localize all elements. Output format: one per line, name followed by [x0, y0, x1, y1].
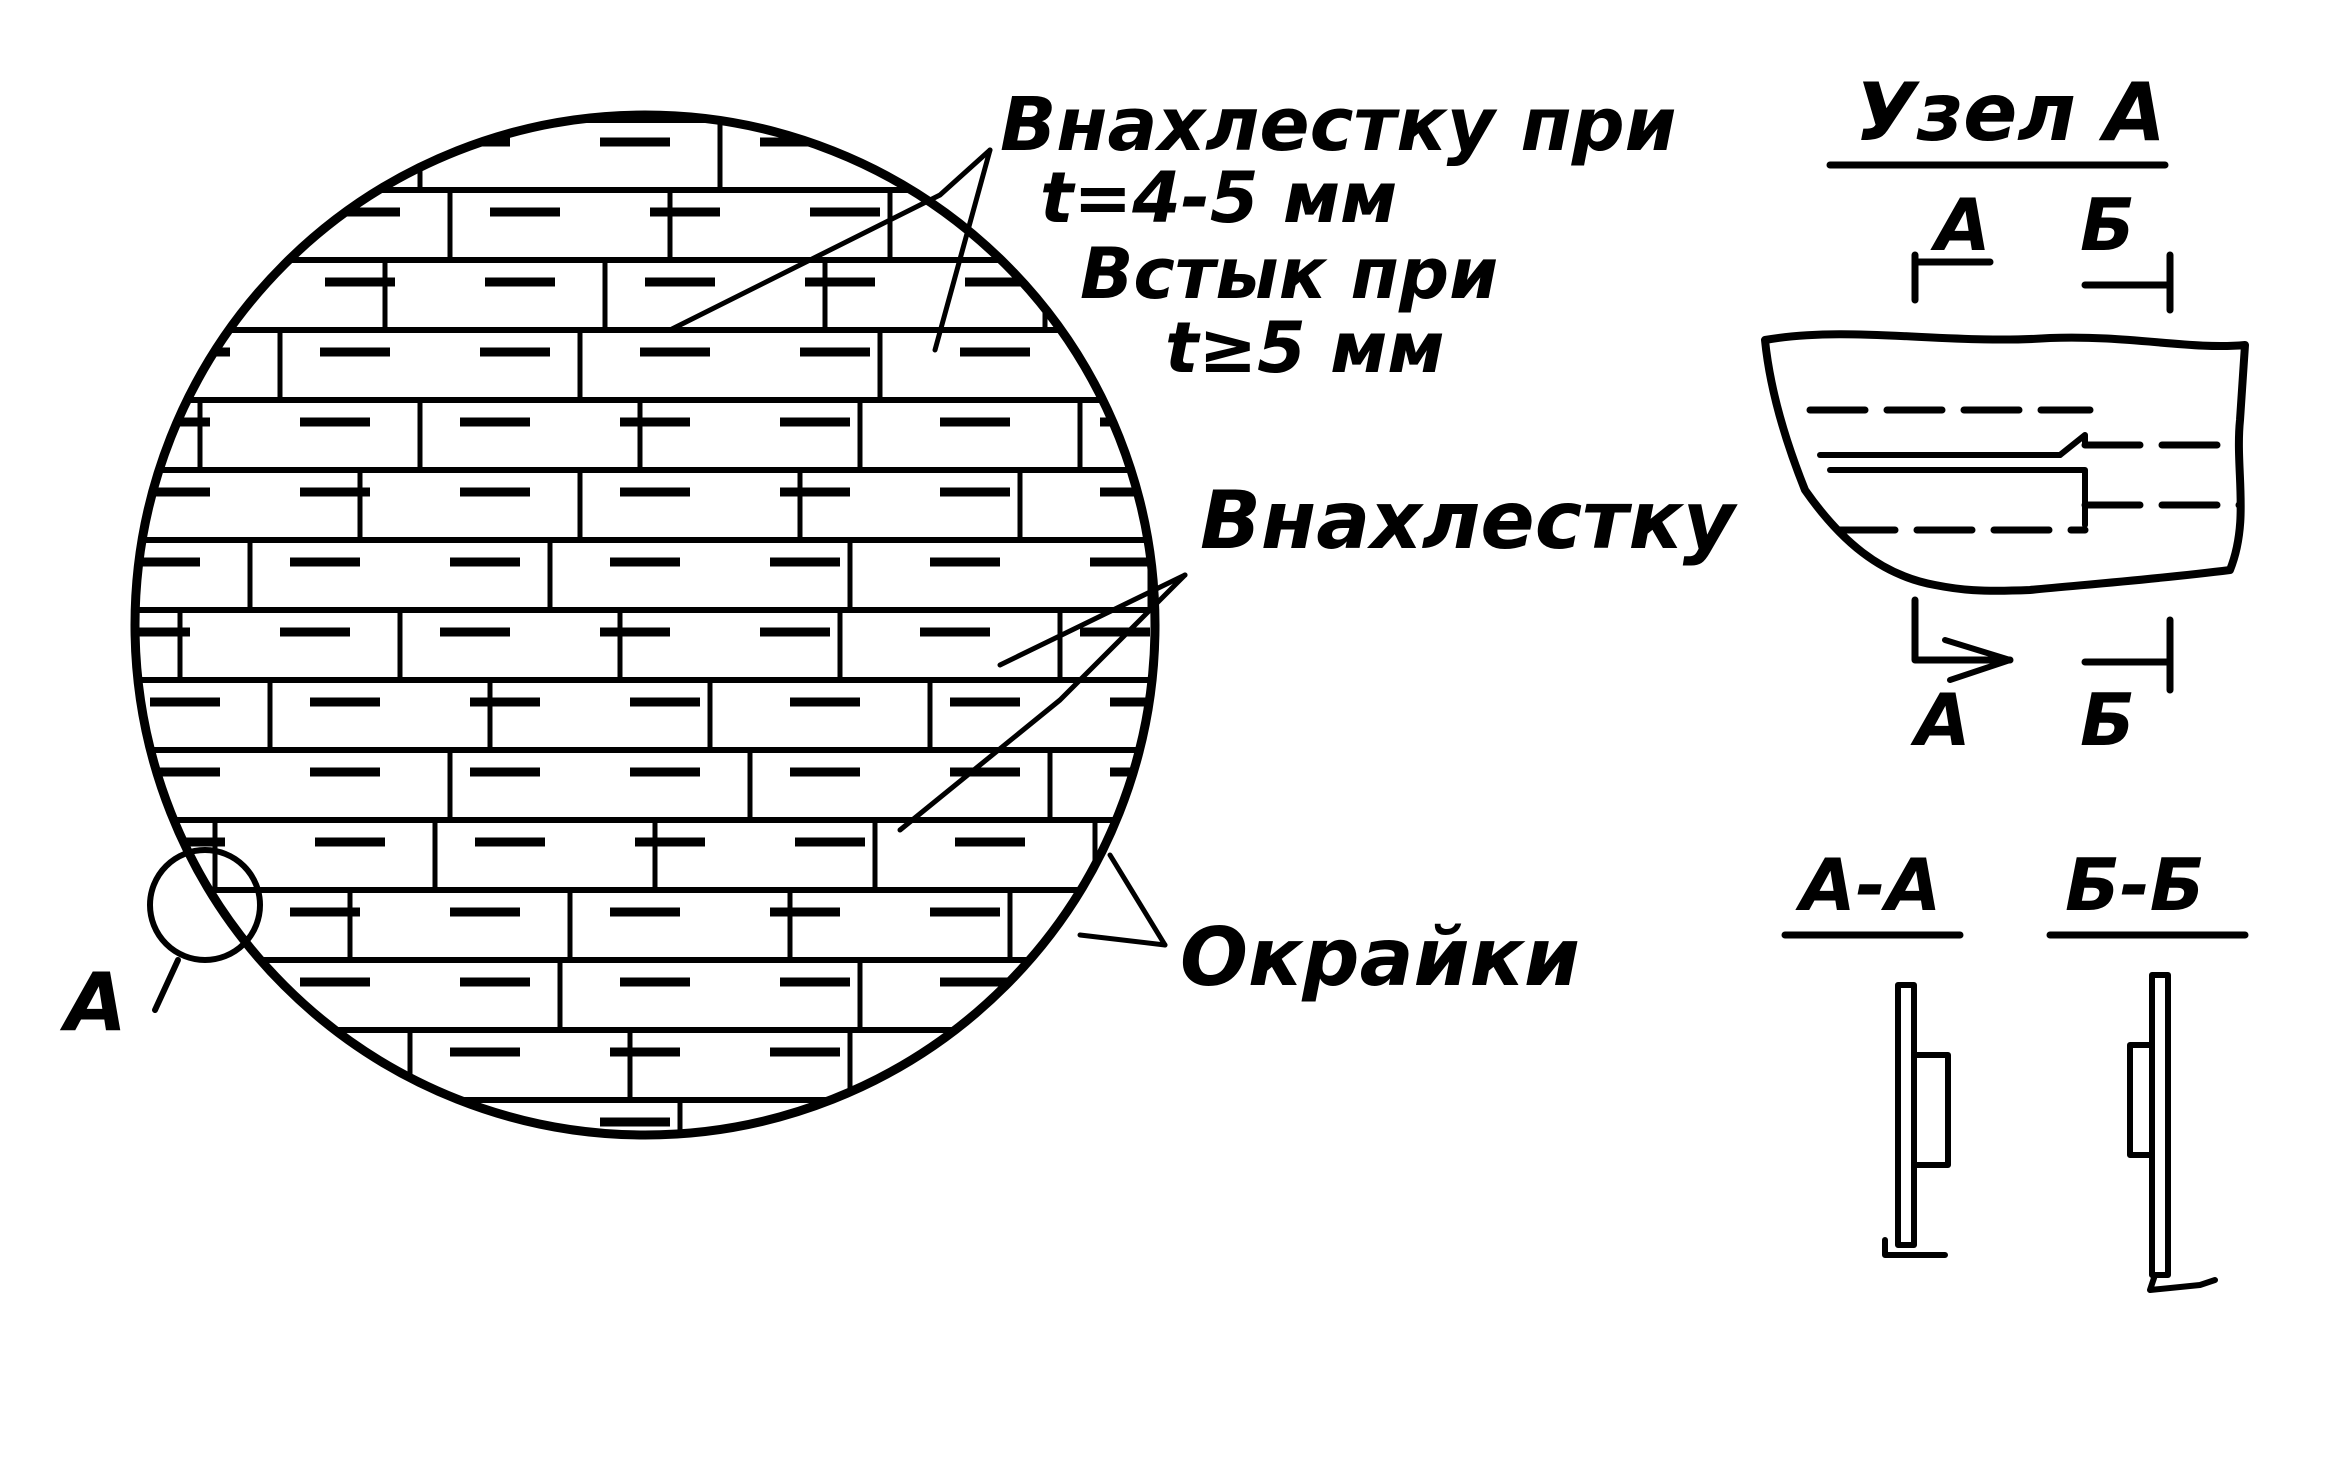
node-a-leader: [152, 957, 181, 1013]
tank-outline: [130, 110, 1160, 1140]
label-butt-2: t≥5 мм: [1165, 307, 1445, 389]
label-edges: Окрайки: [1180, 911, 1580, 1004]
section-bb-label: Б-Б: [2065, 843, 2205, 927]
label-overlap-thin-1: Внахлестку при: [1000, 82, 1677, 168]
section-bb-profile: [2127, 972, 2218, 1293]
cut-b-bottom: Б: [2080, 678, 2135, 762]
fragment-seams: [1806, 406, 2244, 534]
plate-fragment-outline: [1761, 330, 2249, 595]
cut-a-top: A: [1930, 183, 1991, 267]
bottom-plates: [135, 117, 1155, 1135]
leader-lines: [667, 147, 1188, 948]
label-overlap: Внахлестку: [1200, 474, 1738, 567]
label-overlap-thin-2: t=4-5 мм: [1040, 157, 1397, 239]
section-aa-profile: [1882, 982, 1951, 1258]
cut-b-top: Б: [2080, 183, 2135, 267]
node-a-label: A: [59, 956, 127, 1049]
node-a-circle: [147, 847, 263, 963]
cut-a-bottom: A: [1910, 678, 1971, 762]
node-a-detail: Узел A A Б A Б A-A: [1761, 66, 2249, 1293]
node-a-title: Узел A: [1855, 66, 2166, 159]
section-aa-label: A-A: [1795, 843, 1941, 927]
label-butt-1: Встык при: [1080, 233, 1498, 315]
tank-bottom-plan: [130, 110, 1160, 1140]
